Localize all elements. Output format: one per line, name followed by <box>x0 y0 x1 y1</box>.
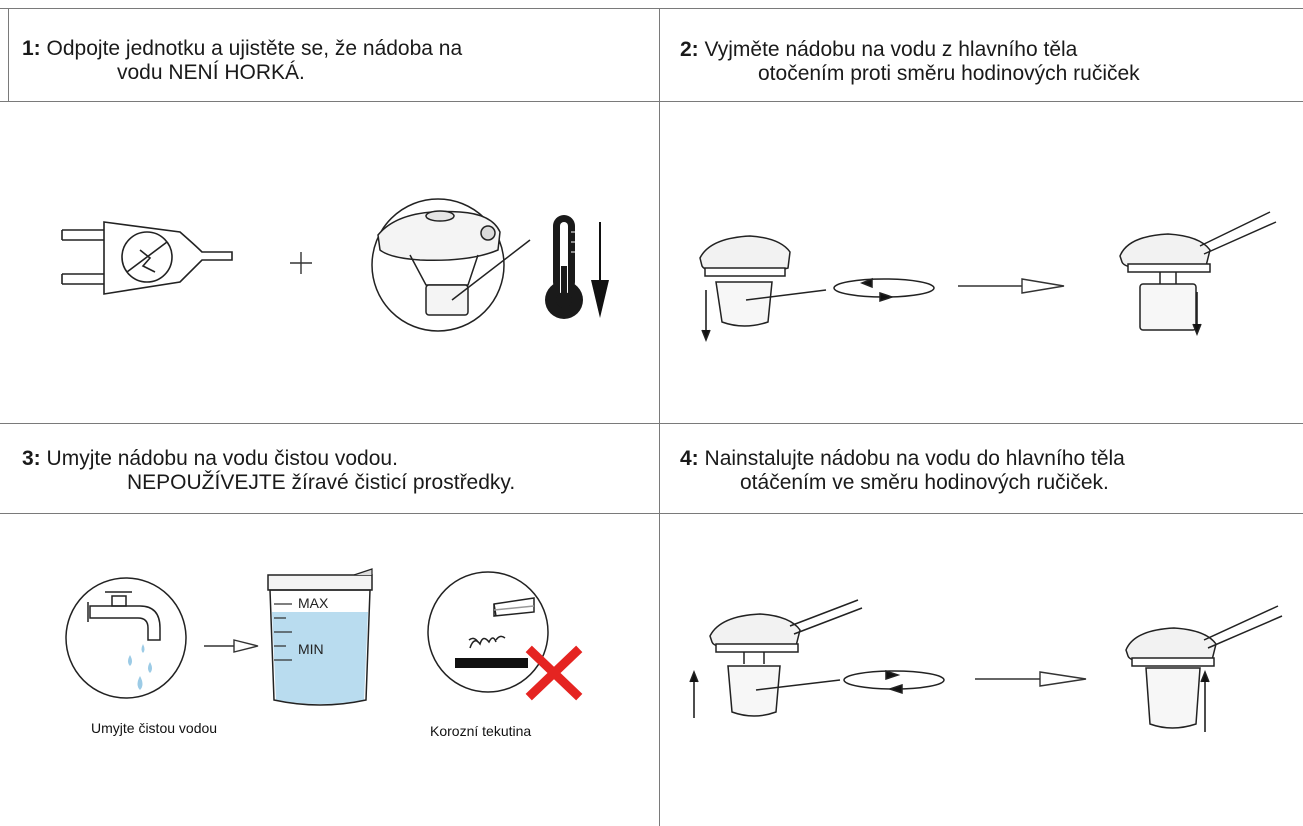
right-arrow-2-icon <box>975 671 1087 687</box>
right-arrow-icon <box>958 278 1065 294</box>
plug-icon <box>61 221 233 295</box>
down-arrow-icon <box>591 222 609 318</box>
grid-header1-line <box>0 101 1303 102</box>
corrosive-caption: Korozní tekutina <box>430 723 532 739</box>
step-2-number: 2: <box>680 38 699 61</box>
grid-header2-line <box>0 513 1303 514</box>
step-2-line2: otočením proti směru hodinových ručiček <box>758 62 1140 85</box>
step-1-heading: 1: Odpojte jednotku a ujistěte se, že ná… <box>22 37 642 85</box>
step-2-heading: 2: Vyjměte nádobu na vodu z hlavního těl… <box>680 38 1295 86</box>
step-4-line1: Nainstalujte nádobu na vodu do hlavního … <box>704 447 1125 470</box>
step-1-line1: Odpojte jednotku a ujistěte se, že nádob… <box>46 37 463 60</box>
step-3-number: 3: <box>22 447 41 470</box>
cup-max-label: MAX <box>298 595 329 611</box>
step-2-line1: Vyjměte nádobu na vodu z hlavního těla <box>704 38 1078 61</box>
step-3-line2: NEPOUŽÍVEJTE žíravé čisticí prostředky. <box>127 471 516 494</box>
step-4-heading: 4: Nainstalujte nádobu na vodu do hlavní… <box>680 447 1295 495</box>
device-right-icon <box>1119 211 1277 337</box>
rotate-arrows-2-icon <box>843 669 945 695</box>
plus-icon <box>290 252 312 274</box>
step-1-number: 1: <box>22 37 41 60</box>
step-3-line1: Umyjte nádobu na vodu čistou vodou. <box>46 447 398 470</box>
step-1-line2: vodu NENÍ HORKÁ. <box>117 61 305 84</box>
step-4-line2: otáčením ve směru hodinových ručiček. <box>740 471 1109 494</box>
device-right-install-icon <box>1125 605 1283 732</box>
grid-left-edge <box>8 8 9 102</box>
wash-caption: Umyjte čistou vodou <box>91 720 218 736</box>
faucet-icon <box>65 577 187 699</box>
corrosive-liquid-icon <box>427 571 549 693</box>
rotate-arrows-icon <box>833 277 935 303</box>
step-4-number: 4: <box>680 447 699 470</box>
right-arrow-small-icon <box>204 639 259 653</box>
cup-min-label: MIN <box>298 641 324 657</box>
grid-mid-line <box>0 423 1303 424</box>
step-3-heading: 3: Umyjte nádobu na vodu čistou vodou. N… <box>22 447 642 495</box>
thermometer-icon <box>545 215 583 319</box>
device-left-icon <box>699 235 827 343</box>
measuring-cup-icon <box>267 568 373 706</box>
red-x-icon <box>525 645 583 701</box>
grid-vertical-line <box>659 8 660 826</box>
device-left-install-icon <box>689 599 863 718</box>
grid-top-line <box>0 8 1303 9</box>
device-magnify-icon <box>371 198 531 332</box>
